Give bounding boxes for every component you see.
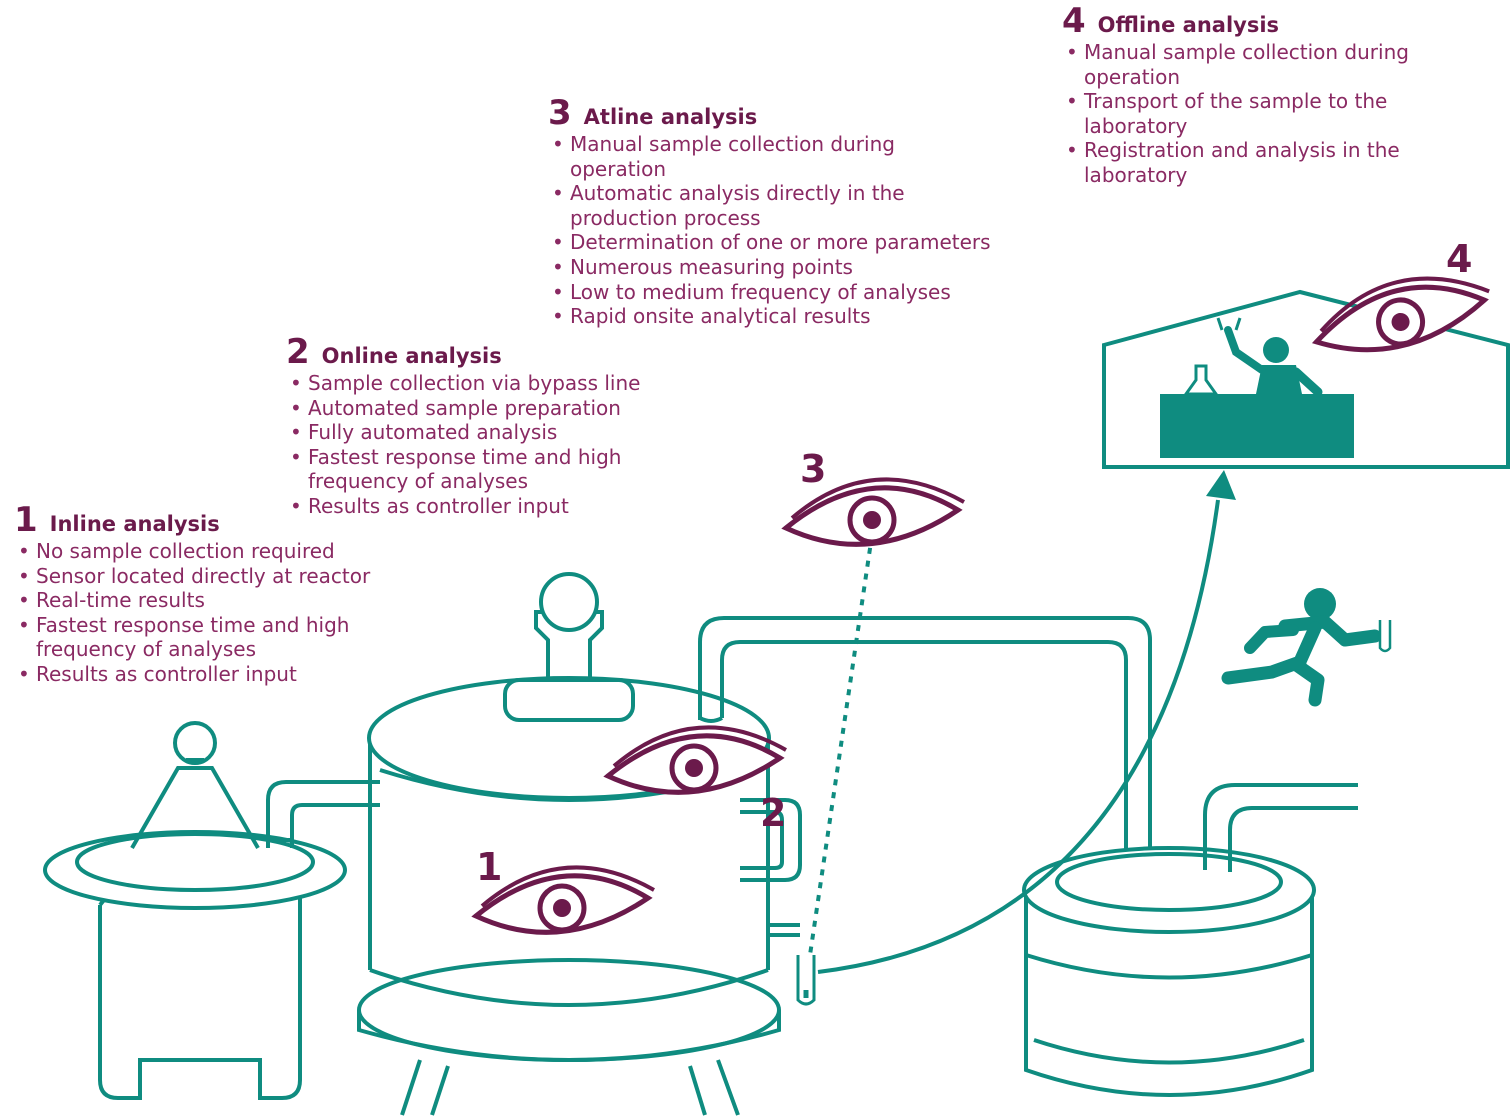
list-item: Rapid onsite analytical results [548, 304, 1128, 329]
atline-analysis-block: 3 Atline analysis Manual sample collectio… [548, 96, 1128, 329]
stage-number: 2 [286, 332, 310, 372]
stage-title: Inline analysis [49, 512, 220, 536]
right-vessel [1022, 783, 1358, 1097]
left-vessel [43, 721, 347, 1100]
list-item: Automated sample preparation [286, 396, 746, 421]
atline-sampling-line [808, 534, 874, 956]
list-item: Determination of one or more parameters [548, 230, 1128, 255]
marker-4: 4 [1446, 237, 1472, 281]
marker-1: 1 [476, 845, 502, 889]
transfer-pipe [698, 616, 1152, 870]
offline-analysis-block: 4 Offline analysis Manual sample collecti… [1062, 4, 1507, 188]
list-item: Sample collection via bypass line [286, 371, 746, 396]
list-item: Fully automated analysis [286, 420, 746, 445]
stage-title: Online analysis [321, 344, 502, 368]
connecting-pipe [266, 780, 380, 848]
online-analysis-block: 2 Online analysis Sample collection via b… [286, 335, 746, 519]
list-item: Results as controller input [286, 494, 746, 519]
test-tube-icon [796, 955, 816, 1006]
list-item: Real-time results [14, 588, 484, 613]
list-item: Numerous measuring points [548, 255, 1128, 280]
transport-arrow [817, 470, 1236, 974]
list-item: Transport of the sample to the laborator… [1062, 89, 1494, 138]
list-item: Manual sample collection during operatio… [1062, 40, 1507, 89]
list-item: Registration and analysis in the laborat… [1062, 138, 1504, 187]
inline-analysis-block: 1 Inline analysis No sample collection re… [14, 503, 484, 687]
eye-icon [476, 867, 654, 932]
stage-number: 4 [1062, 1, 1086, 41]
list-item: Low to medium frequency of analyses [548, 280, 1128, 305]
list-item: Results as controller input [14, 662, 484, 687]
list-item: Fastest response time and high frequency… [286, 445, 718, 494]
stage-title: Atline analysis [583, 105, 758, 129]
stage-number: 1 [14, 500, 38, 540]
list-item: No sample collection required [14, 539, 484, 564]
list-item: Automatic analysis directly in the produ… [548, 181, 1000, 230]
stage-number: 3 [548, 93, 572, 133]
list-item: Sensor located directly at reactor [14, 564, 484, 589]
marker-3: 3 [800, 447, 826, 491]
marker-2: 2 [760, 791, 786, 835]
stage-title: Offline analysis [1097, 13, 1280, 37]
running-person-icon [1221, 588, 1392, 707]
list-item: Manual sample collection during operatio… [548, 132, 990, 181]
list-item: Fastest response time and high frequency… [14, 613, 446, 662]
reactor-vessel-icon [357, 572, 802, 1116]
